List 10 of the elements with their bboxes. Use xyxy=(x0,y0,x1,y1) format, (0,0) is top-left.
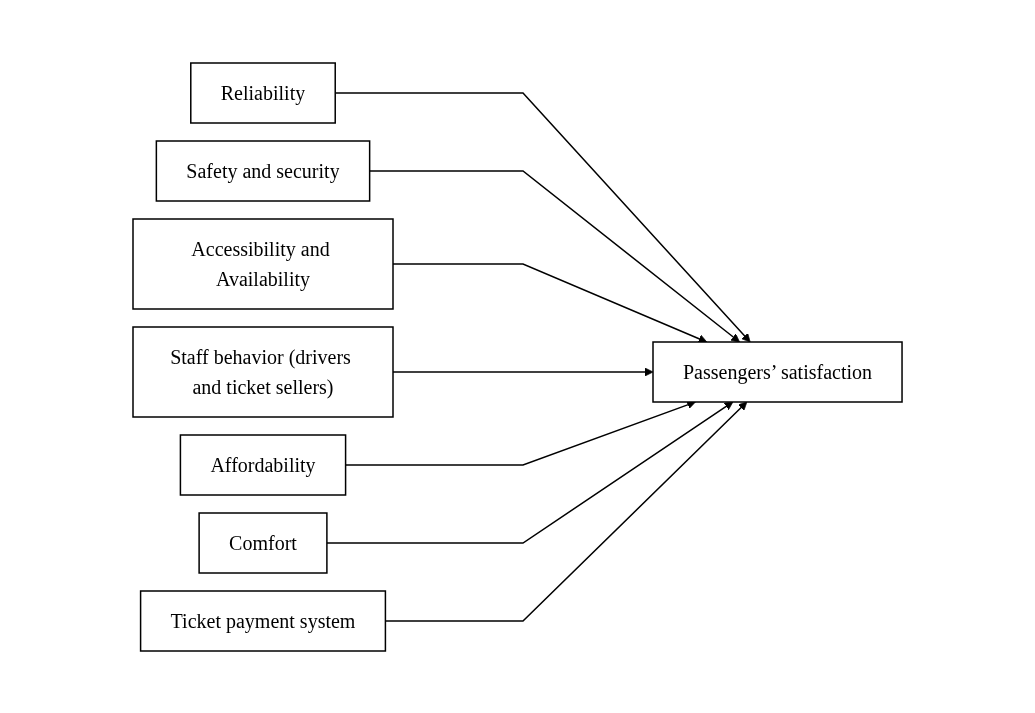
node-box: Ticket payment system xyxy=(139,589,387,652)
node-box: Comfort xyxy=(198,511,328,574)
node-box: Passengers’ satisfaction xyxy=(652,340,903,403)
node-box: Accessibility and Availability xyxy=(132,217,394,310)
node-box: Affordability xyxy=(179,433,347,496)
node-box: Reliability xyxy=(190,61,336,124)
arrow xyxy=(326,401,734,544)
node-box: Safety and security xyxy=(155,139,371,202)
node-box: Staff behavior (drivers and ticket sellers) xyxy=(132,325,394,418)
arrow xyxy=(392,262,708,343)
